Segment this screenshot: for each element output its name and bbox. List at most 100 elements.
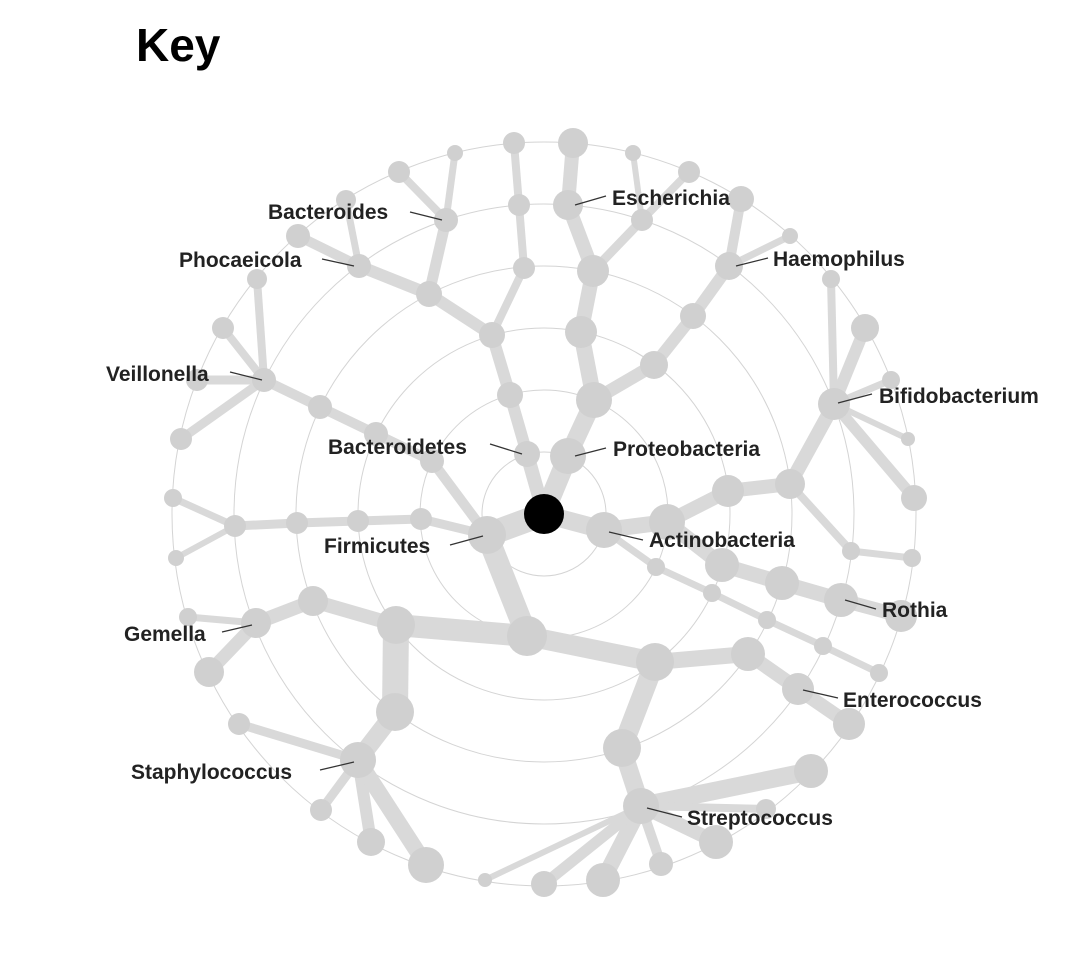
label-rothia: Rothia bbox=[882, 599, 948, 622]
node-ro-l1 bbox=[885, 600, 917, 632]
leader-gemella bbox=[221, 624, 253, 633]
edge-veillonella-ve-l4 bbox=[178, 376, 267, 443]
edge-fi-h-fi-i bbox=[395, 614, 528, 647]
label-bifidobacterium: Bifidobacterium bbox=[879, 385, 1039, 408]
node-ac-b bbox=[712, 475, 744, 507]
node-ge-l2 bbox=[194, 657, 224, 687]
edge-bifidobacterium-bi-l1 bbox=[827, 278, 838, 405]
leader-bacteroides bbox=[409, 211, 443, 221]
node-en-l1 bbox=[833, 708, 865, 740]
node-bifidobacterium bbox=[818, 388, 850, 420]
node-ac-d bbox=[842, 542, 860, 560]
node-pr-l3 bbox=[678, 161, 700, 183]
node-fl-l2 bbox=[168, 550, 184, 566]
node-ve-l2 bbox=[212, 317, 234, 339]
leader-enterococcus bbox=[802, 689, 839, 699]
label-haemophilus: Haemophilus bbox=[773, 248, 905, 271]
node-sr-l5 bbox=[586, 863, 620, 897]
leader-actinobacteria bbox=[608, 531, 644, 541]
node-bd-d bbox=[513, 257, 535, 279]
node-veillonella bbox=[252, 368, 276, 392]
node-st-l3 bbox=[357, 828, 385, 856]
node-fi-m bbox=[636, 643, 674, 681]
node-st-l2 bbox=[310, 799, 332, 821]
node-bd-l5 bbox=[286, 224, 310, 248]
node-bd-a bbox=[497, 382, 523, 408]
node-bacteroidetes bbox=[514, 441, 540, 467]
node-ve-l4 bbox=[170, 428, 192, 450]
edge-bifidobacterium-bi-l5 bbox=[829, 400, 919, 502]
node-enterococcus bbox=[782, 673, 814, 705]
edge-ac-j-ac-k bbox=[765, 616, 825, 650]
node-pr-l2 bbox=[625, 145, 641, 161]
leader-escherichia bbox=[574, 195, 607, 206]
node-fi-j bbox=[298, 586, 328, 616]
edge-ac-i-ac-j bbox=[710, 589, 769, 624]
node-fi-i bbox=[377, 606, 415, 644]
node-bi-l4 bbox=[901, 432, 915, 446]
edge-pr-f-pr-l3 bbox=[639, 169, 692, 223]
node-bacteroides bbox=[434, 208, 458, 232]
node-ve-l1 bbox=[247, 269, 267, 289]
node-bi-l1 bbox=[822, 270, 840, 288]
leader-veillonella bbox=[229, 371, 263, 381]
label-bacteroidetes: Bacteroidetes bbox=[328, 436, 467, 459]
edge-streptococcus-sr-l1 bbox=[639, 762, 813, 815]
node-pr-e bbox=[680, 303, 706, 329]
node-bi-l2 bbox=[851, 314, 879, 342]
node-ve-l3 bbox=[186, 369, 208, 391]
leader-haemophilus bbox=[735, 257, 769, 267]
node-bi-l5 bbox=[901, 485, 927, 511]
edge-staphylococcus-st-l4 bbox=[351, 755, 433, 870]
node-st-l1 bbox=[228, 713, 250, 735]
tree-labels: Escherichia Bacteroides Phocaeicola Haem… bbox=[106, 187, 1039, 830]
edge-streptococcus-sr-l7 bbox=[483, 803, 643, 883]
label-streptococcus: Streptococcus bbox=[687, 807, 833, 830]
node-bd-e bbox=[508, 194, 530, 216]
leader-firmicutes bbox=[449, 535, 484, 546]
node-ac-i bbox=[703, 584, 721, 602]
node-fi-f bbox=[286, 512, 308, 534]
node-pr-f bbox=[631, 209, 653, 231]
node-pr-a bbox=[576, 382, 612, 418]
node-bd-l2 bbox=[447, 145, 463, 161]
node-bd-b bbox=[479, 322, 505, 348]
node-phocaeicola bbox=[347, 254, 371, 278]
edge-streptococcus-sr-l6 bbox=[540, 801, 645, 889]
label-proteobacteria: Proteobacteria bbox=[613, 438, 760, 461]
node-pr-l4 bbox=[728, 186, 754, 212]
edge-staphylococcus-st-l1 bbox=[237, 719, 360, 765]
edge-pr-f-pr-l2 bbox=[630, 152, 645, 221]
node-ac-k bbox=[814, 637, 832, 655]
edge-streptococcus-sr-l2 bbox=[640, 802, 767, 813]
edge-ac-k-ac-l bbox=[821, 642, 881, 677]
node-fi-k bbox=[376, 693, 414, 731]
leader-bifidobacterium bbox=[837, 393, 873, 404]
label-veillonella: Veillonella bbox=[106, 363, 209, 386]
node-fi-e bbox=[347, 510, 369, 532]
node-fi-n bbox=[731, 637, 765, 671]
node-ac-e bbox=[903, 549, 921, 567]
node-bd-l1 bbox=[388, 161, 410, 183]
node-bd-c bbox=[416, 281, 442, 307]
label-escherichia: Escherichia bbox=[612, 187, 730, 210]
node-fi-a bbox=[420, 449, 444, 473]
label-bacteroides: Bacteroides bbox=[268, 201, 388, 224]
node-fi-o bbox=[603, 729, 641, 767]
label-staphylococcus: Staphylococcus bbox=[131, 761, 292, 784]
node-gemella bbox=[241, 608, 271, 638]
node-ge-l1 bbox=[179, 608, 197, 626]
node-bi-l3 bbox=[882, 371, 900, 389]
ring-5 bbox=[233, 203, 855, 825]
edge-ac-d-ac-e bbox=[850, 547, 913, 562]
node-proteobacteria bbox=[550, 438, 586, 474]
leader-bacteroidetes bbox=[489, 443, 523, 455]
label-actinobacteria: Actinobacteria bbox=[649, 529, 795, 552]
leader-proteobacteria bbox=[574, 447, 607, 457]
node-sr-l7 bbox=[478, 873, 492, 887]
node-ac-a bbox=[649, 504, 685, 540]
node-rothia bbox=[824, 583, 858, 617]
node-ac-h bbox=[647, 558, 665, 576]
node-ac-g bbox=[765, 566, 799, 600]
